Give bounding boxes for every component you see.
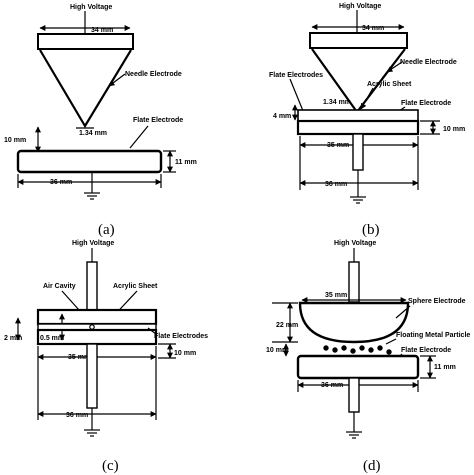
d-sphere-label: Sphere Electrode <box>408 298 466 305</box>
c-ground-rod <box>86 343 98 409</box>
d-particle-label: Floating Metal Particle <box>396 332 470 339</box>
a-width-label: 36 mm <box>50 179 72 186</box>
c-air-cavity <box>89 324 95 330</box>
c-inner-width-label: 35 mm <box>68 354 90 361</box>
d-sphere-pointer <box>395 305 411 319</box>
c-caption: (c) <box>102 458 119 474</box>
d-plate-electrode-label: Flate Electrode <box>401 347 451 354</box>
d-hv-rod <box>348 261 360 303</box>
b-high-voltage-label: High Voltage <box>339 3 381 10</box>
b-acrylic-label: Acrylic Sheet <box>367 81 412 88</box>
a-needle-electrode-label: Needle Electrode <box>125 71 182 78</box>
b-needle-electrode-label: Needle Electrode <box>400 59 457 66</box>
a-needle-width-label: 34 mm <box>91 27 113 34</box>
d-high-voltage-label: High Voltage <box>334 240 376 247</box>
panel-b: High Voltage 34 mm Needle Electrode Flat… <box>269 3 465 238</box>
d-ground-symbol <box>346 431 362 439</box>
a-needle-electrode-cone <box>39 49 132 129</box>
b-plate-electrode-label: Flate Electrode <box>401 100 451 107</box>
a-caption: (a) <box>98 222 115 238</box>
d-thickness-label: 11 mm <box>434 364 456 371</box>
a-high-voltage-label: High Voltage <box>70 4 112 11</box>
b-outer-width-label: 36 mm <box>325 181 347 188</box>
d-sphere-height-label: 22 mm <box>276 322 298 329</box>
c-gap-label: 2 mm <box>4 335 22 342</box>
d-plate-electrode <box>296 354 420 380</box>
panel-d: High Voltage 35 mm Sphere Electrode 22 m… <box>266 240 470 474</box>
b-needle-pointer <box>386 61 403 73</box>
a-ground-symbol <box>84 192 100 200</box>
b-acrylic-sheet <box>297 109 419 122</box>
c-outer-width-label: 36 mm <box>66 412 88 419</box>
b-acrylic-pointer <box>360 87 374 110</box>
c-thickness-label: 10 mm <box>174 350 196 357</box>
d-gap-label: 10 mm <box>266 347 288 354</box>
c-hv-rod <box>86 261 98 311</box>
a-needle-pointer <box>108 73 126 87</box>
panel-c: High Voltage Air Cavity Acrylic Sheet 0.… <box>4 240 208 474</box>
d-sphere-width-label: 35 mm <box>325 292 347 299</box>
a-gap-label: 10 mm <box>4 137 26 144</box>
a-tip-label: 1.34 mm <box>79 130 107 137</box>
d-particle-pointer <box>385 338 397 345</box>
a-needle-electrode-base <box>37 33 134 50</box>
b-caption: (b) <box>362 222 380 238</box>
d-floating-metal-particles <box>323 345 392 355</box>
b-gap-label: 4 mm <box>273 113 291 120</box>
b-ground-symbol <box>350 196 366 204</box>
d-sphere-electrode <box>298 301 410 344</box>
d-width-label: 36 mm <box>321 382 343 389</box>
c-acrylic-label: Acrylic Sheet <box>113 283 158 290</box>
b-plate-electrode <box>296 119 420 136</box>
b-ground-rod <box>352 133 364 171</box>
c-air-cavity-label: Air Cavity <box>43 283 76 290</box>
b-flate-electrodes-label: Flate Electrodes <box>269 72 323 79</box>
c-flate-electrodes-pointer <box>147 327 157 335</box>
c-ground-symbol <box>84 429 100 437</box>
d-ground-rod <box>348 377 360 413</box>
b-inner-width-label: 35 mm <box>327 142 349 149</box>
a-plate-pointer <box>129 125 149 149</box>
c-top-plate-electrode <box>36 308 158 326</box>
a-plate-electrode <box>16 149 163 174</box>
c-flate-electrodes-label: Flate Electrodes <box>154 333 208 340</box>
c-high-voltage-label: High Voltage <box>72 240 114 247</box>
b-thickness-label: 10 mm <box>443 126 465 133</box>
a-thickness-label: 11 mm <box>175 159 197 166</box>
b-tip-label: 1.34 mm <box>323 99 351 106</box>
d-caption: (d) <box>363 458 381 474</box>
c-cavity-size-label: 0.5 mm <box>40 335 64 342</box>
b-needle-electrode-base <box>309 32 408 49</box>
a-plate-electrode-label: Flate Electrode <box>133 117 183 124</box>
b-needle-width-label: 34 mm <box>362 25 384 32</box>
panel-a: High Voltage 34 mm Needle Electrode 1.34… <box>4 4 197 238</box>
